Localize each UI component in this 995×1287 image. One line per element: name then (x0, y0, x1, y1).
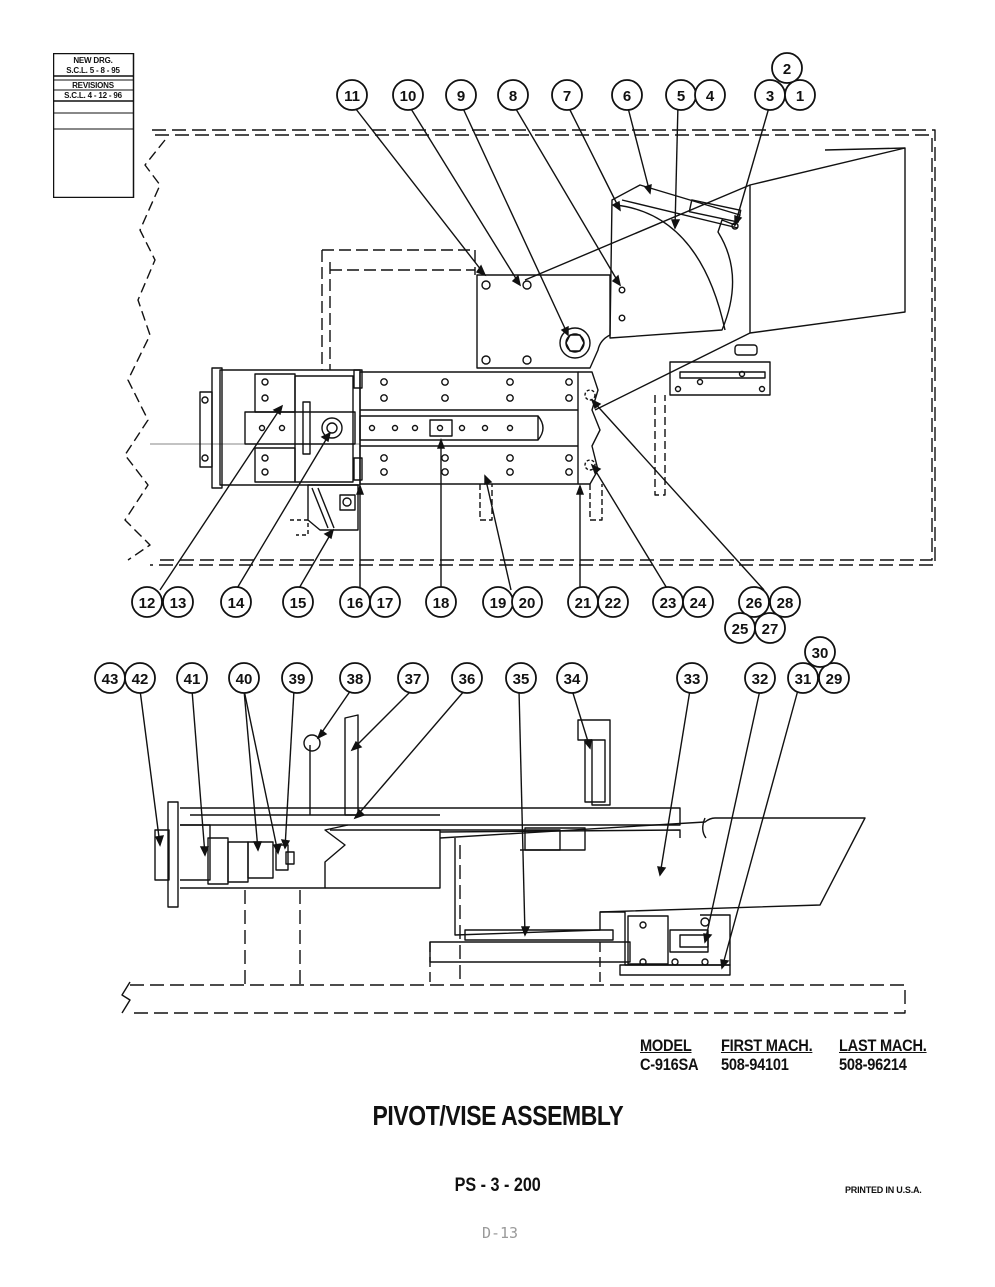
new-drg-label: NEW DRG. (73, 56, 113, 65)
callout-37: 37 (405, 671, 422, 688)
callout-40: 40 (236, 671, 253, 688)
drawing-title-text: PIVOT/VISE ASSEMBLY (372, 1100, 623, 1131)
footer-code: D-13 (481, 1224, 519, 1242)
side-view-boundary (130, 984, 906, 1014)
header-last-mach: LAST MACH. (839, 1036, 927, 1055)
printed-note: PRINTED IN U.S.A. (845, 1185, 922, 1195)
callout-25: 25 (732, 621, 749, 638)
callout-26: 26 (746, 595, 763, 612)
callout-18: 18 (433, 595, 450, 612)
last-mach-value: 508-96214 (839, 1055, 907, 1074)
callout-35: 35 (513, 671, 530, 688)
new-drg-value: S.C.L. 5 - 8 - 95 (66, 66, 120, 75)
fence-body (524, 147, 906, 411)
callout-13: 13 (170, 595, 187, 612)
callout-31: 31 (795, 671, 812, 688)
drawing-title: PIVOT/VISE ASSEMBLY (0, 1100, 995, 1132)
vise-jaw (219, 369, 361, 486)
callout-39: 39 (289, 671, 306, 688)
callout-15: 15 (290, 595, 307, 612)
rail-bolts (380, 378, 573, 476)
callout-14: 14 (228, 595, 245, 612)
callout-20: 20 (519, 595, 536, 612)
callout-22: 22 (605, 595, 622, 612)
pivot-quadrant (609, 184, 741, 339)
callout-9: 9 (457, 88, 465, 105)
callout-23: 23 (660, 595, 677, 612)
callout-16: 16 (347, 595, 364, 612)
callout-36: 36 (459, 671, 476, 688)
model-value: C-916SA (640, 1055, 699, 1074)
page-number-text: PS - 3 - 200 (454, 1175, 541, 1196)
callout-30: 30 (812, 645, 829, 662)
callout-2: 2 (783, 61, 791, 78)
callout-21: 21 (575, 595, 592, 612)
callout-27: 27 (762, 621, 779, 638)
callout-17: 17 (377, 595, 394, 612)
header-model: MODEL (640, 1036, 692, 1055)
callout-11: 11 (344, 88, 360, 105)
top-view-break-line (124, 139, 166, 561)
callout-4: 4 (706, 88, 715, 105)
page-number: PS - 3 - 200 (0, 1175, 995, 1197)
assembly-drawing: 11 10 9 8 7 6 5 4 3 1 2 12 13 14 15 16 1… (94, 52, 936, 1014)
callout-28: 28 (777, 595, 794, 612)
header-first-mach: FIRST MACH. (721, 1036, 813, 1055)
top-view-boundary (150, 129, 936, 566)
side-fence (439, 817, 866, 936)
callout-24: 24 (690, 595, 707, 612)
revisions-label: REVISIONS (72, 81, 114, 90)
leader-1 (351, 103, 486, 276)
stop-plate (344, 714, 359, 816)
callout-10: 10 (400, 88, 417, 105)
fence-post (577, 719, 611, 806)
callout-38: 38 (347, 671, 364, 688)
callout-12: 12 (139, 595, 156, 612)
callout-3: 3 (766, 88, 774, 105)
jaw-cylinder (307, 484, 359, 531)
revision-block: NEW DRG. S.C.L. 5 - 8 - 95 REVISIONS S.C… (53, 53, 135, 198)
callout-7: 7 (563, 88, 571, 105)
first-mach-value: 508-94101 (721, 1055, 789, 1074)
pivot-block (476, 274, 611, 369)
callout-33: 33 (684, 671, 701, 688)
callout-32: 32 (752, 671, 769, 688)
callout-29: 29 (826, 671, 843, 688)
callout-42: 42 (132, 671, 149, 688)
callout-5: 5 (677, 88, 685, 105)
revisions-value: S.C.L. 4 - 12 - 96 (64, 91, 122, 100)
callout-6: 6 (623, 88, 631, 105)
callout-34: 34 (564, 671, 581, 688)
callout-1: 1 (796, 88, 804, 105)
callout-19: 19 (490, 595, 507, 612)
callout-43: 43 (102, 671, 119, 688)
callout-8: 8 (509, 88, 517, 105)
callout-41: 41 (184, 671, 201, 688)
callout-11-circle (336, 79, 368, 111)
revision-block-frame (53, 53, 135, 198)
